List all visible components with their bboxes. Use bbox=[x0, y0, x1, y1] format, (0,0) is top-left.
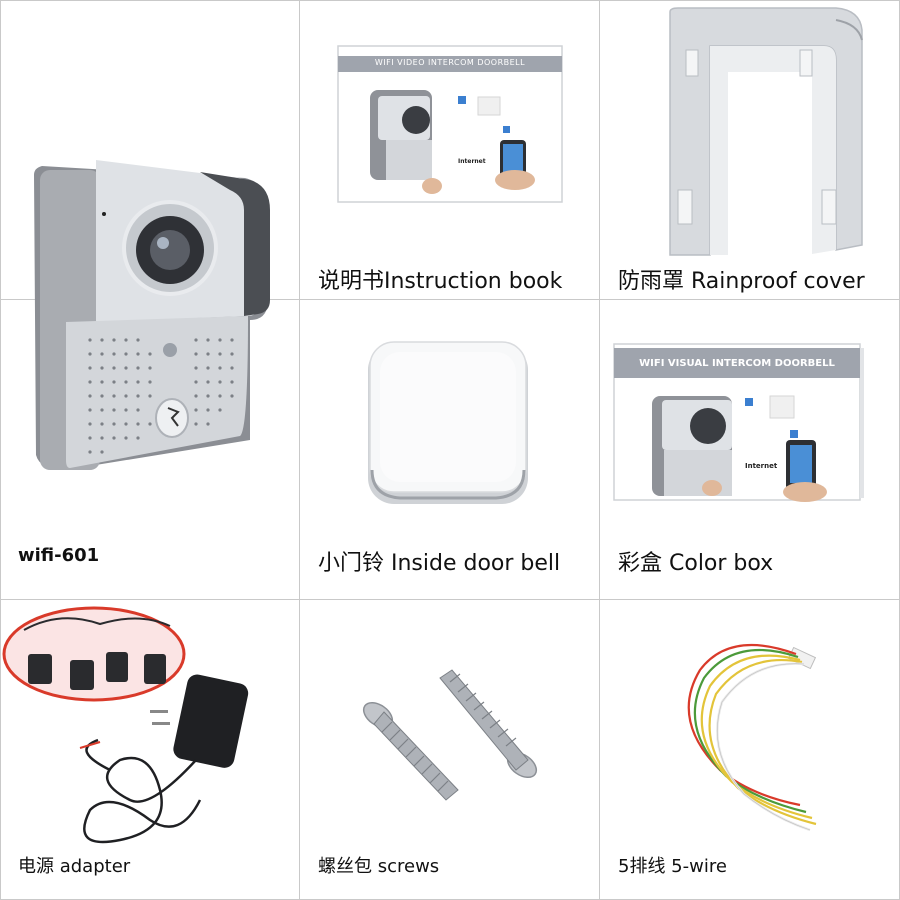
grid-divider-v2 bbox=[599, 0, 600, 900]
color-box-illustration bbox=[613, 343, 864, 502]
grid-divider-v1 bbox=[299, 0, 300, 900]
caption-5-wire: 5排线 5-wire bbox=[618, 856, 727, 877]
screw-right bbox=[439, 669, 538, 779]
grid-divider-h2 bbox=[0, 599, 900, 600]
inside-door-bell-illustration bbox=[368, 341, 528, 504]
cell-screws: 螺丝包 screws bbox=[300, 600, 598, 898]
instruction-book-illustration bbox=[337, 45, 563, 203]
rainproof-cover-illustration bbox=[669, 7, 863, 256]
caption-color-box: 彩盒 Color box bbox=[618, 551, 774, 576]
adapter-illustration bbox=[2, 606, 249, 844]
caption-inside-door-bell: 小门铃 Inside door bell bbox=[318, 551, 561, 576]
cell-5-wire: 5排线 5-wire bbox=[600, 600, 898, 898]
cell-rainproof-cover: 防雨罩 Rainproof cover bbox=[600, 0, 898, 298]
box-internet-badge: Internet bbox=[745, 462, 778, 470]
wire-illustration bbox=[687, 643, 817, 832]
screw-left bbox=[362, 701, 459, 801]
cell-doorbell: wifi-601 bbox=[0, 0, 298, 598]
manual-banner-text: WIFI VIDEO INTERCOM DOORBELL bbox=[374, 58, 526, 67]
caption-adapter: 电源 adapter bbox=[18, 856, 131, 877]
cell-color-box: WIFI VISUAL INTERCOM DOORBELL Internet 彩… bbox=[600, 300, 898, 598]
caption-screws: 螺丝包 screws bbox=[318, 856, 440, 877]
grid-border-top bbox=[0, 0, 900, 1]
cell-adapter: 电源 adapter bbox=[0, 600, 298, 898]
doorbell-illustration bbox=[34, 160, 270, 470]
caption-instruction-book: 说明书Instruction book bbox=[318, 269, 563, 294]
cell-instruction-book: WIFI VIDEO INTERCOM DOORBELL Internet 说明… bbox=[300, 0, 598, 298]
cell-inside-door-bell: 小门铃 Inside door bell bbox=[300, 300, 598, 598]
speaker-grille bbox=[88, 338, 234, 454]
screws-illustration bbox=[362, 669, 538, 801]
caption-doorbell: wifi-601 bbox=[18, 545, 100, 566]
caption-rainproof-cover: 防雨罩 Rainproof cover bbox=[618, 269, 865, 294]
sensor-icon bbox=[163, 343, 177, 357]
box-banner-text: WIFI VISUAL INTERCOM DOORBELL bbox=[639, 358, 835, 369]
manual-internet-badge: Internet bbox=[458, 158, 486, 165]
grid-divider-h1 bbox=[0, 299, 900, 300]
grid-border-left bbox=[0, 0, 1, 900]
